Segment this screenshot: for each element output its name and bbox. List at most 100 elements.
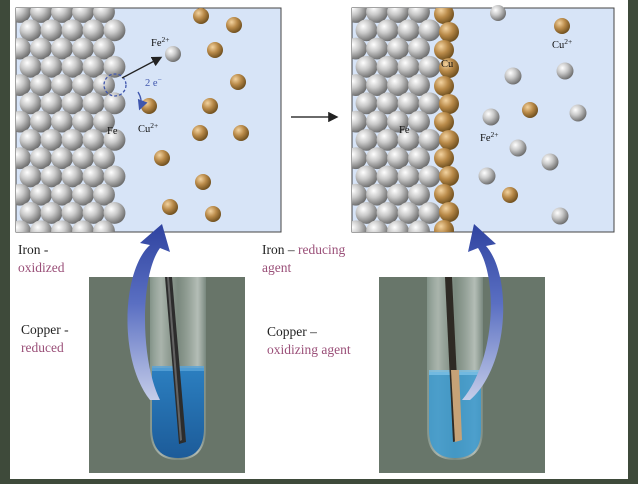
copper-ion [233,125,249,141]
copper-oxidizing-agent-label: Copper – oxidizing agent [267,323,351,359]
iron-ion [478,167,496,185]
iron-atom [51,74,73,96]
iron-atom [355,128,378,151]
iron-atom [72,220,94,232]
iron-atom [51,220,73,232]
iron-atom [61,19,84,42]
iron-atom [82,128,105,151]
copper-ions-left [141,8,249,222]
iron-right-line1: Iron – reducing [262,241,345,259]
iron-atom [352,8,367,23]
iron-atom [376,128,399,151]
iron-atom [82,19,105,42]
copper-atom [439,94,459,114]
iron-atom [82,202,105,224]
iron-atom [366,147,388,170]
iron-atom [19,55,42,78]
iron-atom [16,8,31,23]
iron-atom [16,74,31,96]
iron-atom [19,19,42,42]
iron-atom [16,183,31,206]
iron-ion [482,108,500,126]
copper-ion [193,8,209,24]
iron-atom [103,128,126,151]
iron-atom [16,220,31,232]
cu-layer-label: Cu [441,59,454,70]
iron-atom [418,165,441,188]
iron-atom [387,183,409,206]
iron-atom [40,128,63,151]
copper-ion [162,199,178,215]
vacancy-circle [103,73,127,97]
iron-atom [352,220,367,232]
iron-atom [103,55,126,78]
iron-atom [376,165,399,188]
copper-ion [230,74,246,90]
fe2-label-right: Fe2+ [480,130,498,144]
iron-atom [418,19,441,42]
iron-lattice-right [352,8,441,232]
iron-atom [408,8,430,23]
copper-ion [202,98,218,114]
iron-atom [366,110,388,133]
iron-atom [352,183,367,206]
iron-atom [30,8,52,23]
iron-atom [408,37,430,60]
iron-atom [366,37,388,60]
iron-atom [352,74,367,96]
copper-atom [439,22,459,42]
iron-atom [408,110,430,133]
iron-atom [82,165,105,188]
iron-right-prefix: Iron – [262,242,298,257]
copper-left-line2: reduced [21,340,64,355]
iron-atom [93,37,115,60]
copper-deposit-layer [434,8,459,232]
iron-atom [355,55,378,78]
iron-atom [72,110,94,133]
iron-atom [355,92,378,115]
iron-atom [387,147,409,170]
iron-atom [408,147,430,170]
iron-atom [397,202,420,224]
iron-atom [30,74,52,96]
copper-ion [205,206,221,222]
iron-atom [103,19,126,42]
iron-atom [103,165,126,188]
iron-atom [352,110,367,133]
iron-left-line2: oxidized [18,260,65,275]
curved-up-arrow-icon [127,224,170,400]
copper-ion [522,102,538,118]
iron-atom [397,165,420,188]
iron-atom [72,183,94,206]
iron-ion [541,153,559,171]
iron-atom [418,128,441,151]
iron-left-line1: Iron - [18,242,49,257]
copper-ion [554,18,570,34]
iron-atom [30,147,52,170]
iron-atom [355,165,378,188]
iron-atom [355,19,378,42]
iron-atom [103,202,126,224]
iron-atom [93,220,115,232]
fe-label-left: Fe [107,126,118,137]
iron-atom [397,19,420,42]
iron-atom [16,110,31,133]
iron-atom [16,147,31,170]
iron-atom [51,110,73,133]
copper-ion [226,17,242,33]
iron-atom [51,8,73,23]
copper-left-line1: Copper - [21,322,69,337]
copper-atom [434,76,454,96]
test-tube-photo-left [89,277,245,473]
iron-atom [355,202,378,224]
iron-atom [408,220,430,232]
iron-right-line2: agent [262,260,292,275]
iron-atom [19,92,42,115]
iron-atom [51,183,73,206]
copper-ion [207,42,223,58]
copper-ion [154,150,170,166]
iron-atom [72,74,94,96]
copper-atom [439,130,459,150]
iron-atom [376,19,399,42]
iron-atom [30,110,52,133]
